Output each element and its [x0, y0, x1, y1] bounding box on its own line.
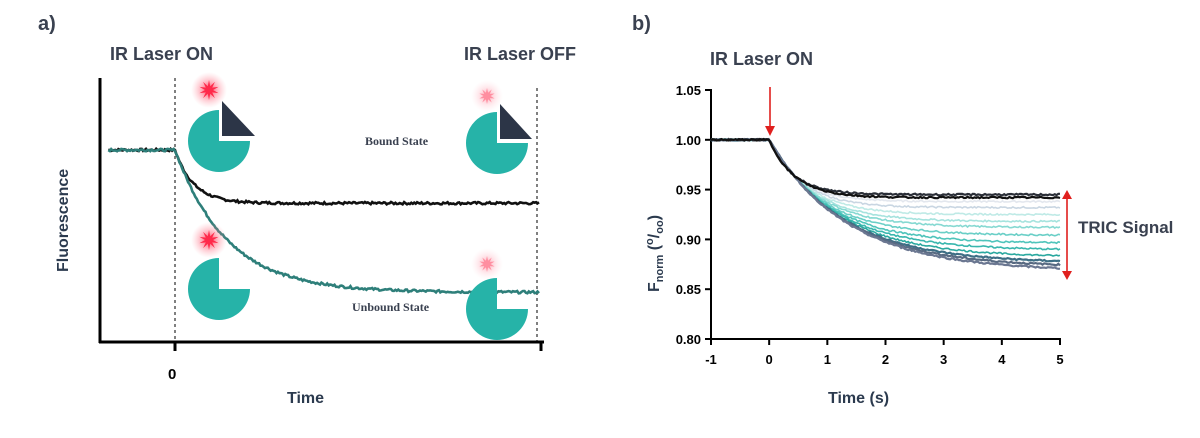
arrow-down-icon [1062, 271, 1072, 280]
series-line [710, 138, 1061, 217]
laser-burst-icon [199, 230, 219, 250]
series-line [710, 137, 1061, 200]
x-tick-label: 1 [824, 352, 831, 367]
chart-b-series [710, 137, 1061, 270]
y-axis-title-b: Fnorm (o/oo) [644, 215, 666, 292]
laser-on-label-b: IR Laser ON [710, 49, 813, 69]
x-tick-label: 4 [998, 352, 1006, 367]
y-tick-label: 0.90 [676, 232, 701, 247]
panel-a: a) IR Laser ON IR Laser OFF 0 Time Fluor… [38, 13, 576, 407]
unbound-state-label: Unbound State [352, 300, 430, 314]
arrow-head-icon [765, 126, 775, 136]
laser-burst-icon [479, 256, 495, 272]
laser-on-label-a: IR Laser ON [110, 44, 213, 64]
panel-b-label: b) [632, 13, 651, 35]
x-tick-label: 3 [940, 352, 947, 367]
panel-a-label: a) [38, 13, 56, 35]
protein-pie-icon [188, 110, 250, 172]
series-line [710, 138, 1061, 245]
y-axis-title-a: Fluorescence [55, 169, 72, 272]
x-tick-label: 0 [766, 352, 773, 367]
unbound-laser-off-icon [466, 248, 528, 340]
laser-off-label: IR Laser OFF [464, 44, 576, 64]
protein-pie-icon [188, 258, 250, 320]
bound-state-label: Bound State [365, 134, 429, 148]
x-tick-label: 2 [882, 352, 889, 367]
series-line [710, 137, 1061, 270]
ligand-wedge-icon [222, 101, 255, 136]
laser-burst-icon [479, 88, 495, 104]
x-tick-label: 5 [1056, 352, 1063, 367]
ligand-wedge-icon [500, 104, 532, 139]
series-line [710, 137, 1061, 223]
x-tick-label: -1 [705, 352, 717, 367]
protein-pie-icon [466, 112, 528, 174]
x-axis-title-a: Time [287, 390, 324, 407]
y-tick-label: 1.05 [676, 83, 701, 98]
x-axis-title-b: Time (s) [828, 390, 889, 407]
unbound-curve [107, 147, 540, 295]
x-tick-0: 0 [168, 366, 176, 383]
bound-laser-off-icon [466, 80, 532, 174]
tric-signal-label: TRIC Signal [1078, 218, 1173, 237]
laser-burst-icon [199, 80, 219, 100]
y-tick-label: 0.85 [676, 282, 701, 297]
series-line [710, 137, 1060, 197]
panel-b: b) IR Laser ON Fnorm (o/oo) -1 0 1 2 3 4 5 0.80… [632, 13, 1173, 407]
bound-laser-on-icon [188, 72, 255, 172]
y-tick-label: 0.95 [676, 183, 701, 198]
arrow-up-icon [1062, 190, 1072, 199]
unbound-laser-on-icon [188, 222, 250, 320]
chart-b-axes: -1 0 1 2 3 4 5 0.80 0.85 0.90 0.95 1.00 1.05 [676, 83, 1064, 367]
y-tick-label: 0.80 [676, 332, 701, 347]
protein-pie-icon [466, 278, 528, 340]
y-tick-label: 1.00 [676, 133, 701, 148]
